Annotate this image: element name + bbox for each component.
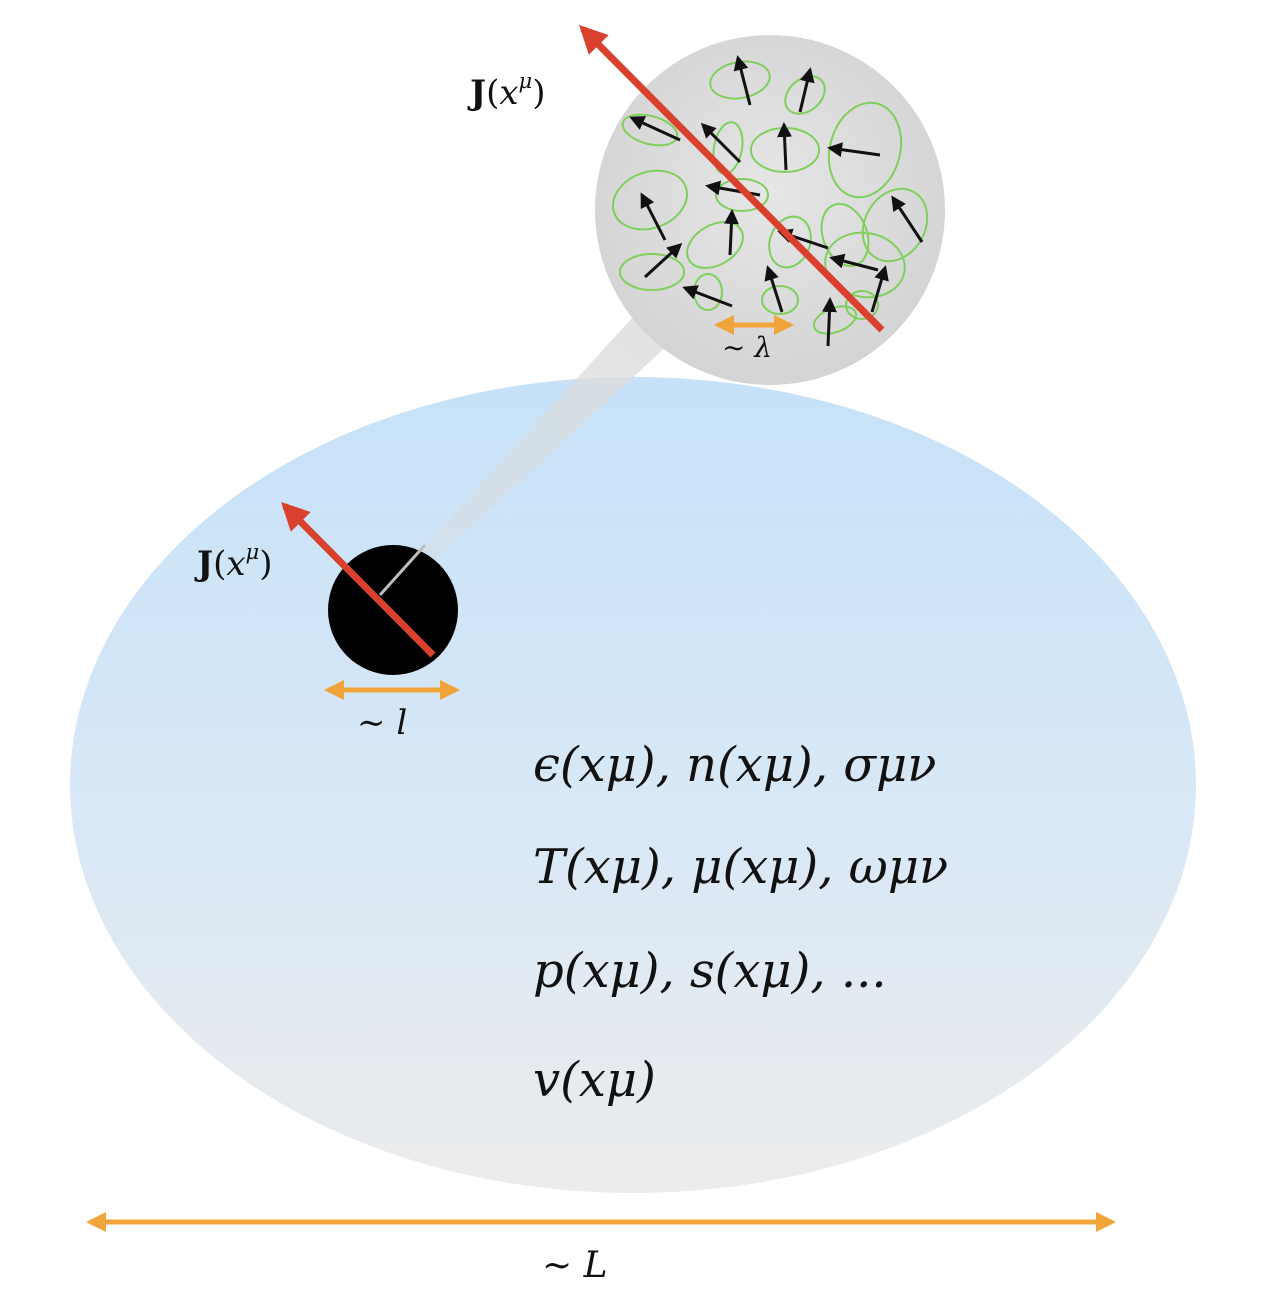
spin-arrow <box>891 195 924 243</box>
spin-arrow <box>643 242 683 279</box>
spin-arrow <box>629 116 681 142</box>
vortex-loop <box>784 75 826 115</box>
spin-arrow <box>640 192 667 241</box>
l-scale-label: ∼ l <box>357 703 408 743</box>
vortex-loop <box>686 221 744 269</box>
vortex-loop <box>827 101 903 199</box>
vortex-loop <box>824 231 906 299</box>
field-line-3: p(xμ), s(xμ), ... <box>533 943 887 999</box>
spin-arrow <box>821 297 837 347</box>
spin-arrow <box>827 142 881 158</box>
zoom-beam <box>380 318 668 600</box>
spin-arrow <box>733 55 752 106</box>
spin-arrow <box>870 265 889 313</box>
spin-arrow <box>798 67 815 113</box>
fluid-element-current-arrow <box>281 502 436 658</box>
zoom-current-arrow <box>579 25 885 333</box>
spin-arrow <box>764 265 784 313</box>
vortex-loop <box>845 290 879 320</box>
zoom-current-label: J(xμ) <box>470 68 546 113</box>
vortex-loop <box>619 253 685 291</box>
L-scale-label: ∼ L <box>542 1245 608 1286</box>
spin-arrow <box>682 285 733 308</box>
beam-core-line <box>378 543 427 597</box>
fluid-element-current-label: J(xμ) <box>197 539 273 584</box>
vortex-loop <box>768 215 812 269</box>
field-line-1: ϵ(xμ), n(xμ), σμν <box>533 737 937 793</box>
field-line-2: T(xμ), μ(xμ), ωμν <box>533 839 949 895</box>
field-line-4: v(xμ) <box>533 1052 656 1108</box>
spin-arrows <box>629 55 924 347</box>
lambda-scale-label: ∼ λ <box>722 331 773 364</box>
vortex-loop <box>761 285 799 315</box>
spin-arrow <box>829 253 879 272</box>
spin-arrow <box>723 209 739 256</box>
spin-arrow <box>700 122 742 164</box>
spin-arrow <box>777 122 793 171</box>
